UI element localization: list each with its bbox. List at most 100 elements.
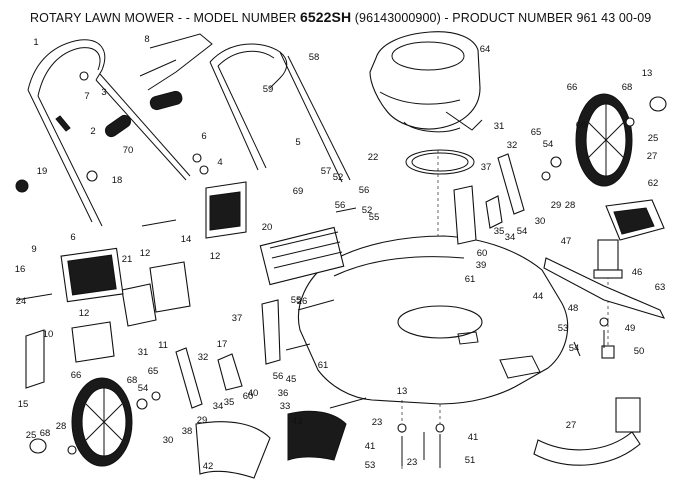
callout-label: 13: [642, 68, 653, 79]
grass-box-part: [205, 181, 247, 239]
blade-part: [543, 239, 666, 359]
cable-part: [139, 33, 213, 91]
callout-label: 49: [625, 323, 636, 334]
callout-label: 11: [158, 340, 168, 351]
callout-label: 25: [26, 430, 37, 441]
callout-label: 35: [224, 397, 235, 408]
callout-label: 30: [163, 435, 174, 446]
callout-label: 34: [213, 401, 224, 412]
callout-label: 66: [71, 370, 82, 381]
callout-label: 21: [122, 254, 133, 265]
callout-label: 5: [295, 137, 300, 148]
callout-label: 19: [37, 166, 48, 177]
callout-label: 41: [468, 432, 479, 443]
callout-label: 12: [140, 248, 151, 259]
callout-label: 62: [648, 178, 659, 189]
callout-label: 12: [210, 251, 221, 262]
callout-label: 7: [84, 91, 89, 102]
callout-label: 61: [318, 360, 329, 371]
engine-part: [369, 31, 483, 133]
callout-label: 54: [569, 343, 580, 354]
callout-label: 13: [397, 386, 408, 397]
callout-label: 32: [198, 352, 209, 363]
callout-label: 6: [201, 131, 206, 142]
callout-label: 23: [372, 417, 383, 428]
callout-label: 61: [465, 274, 476, 285]
callout-label: 9: [31, 244, 36, 255]
front-height-adjuster: [453, 153, 525, 245]
callout-label: 32: [507, 140, 518, 151]
lower-handle-part: [27, 39, 191, 227]
callout-label: 2: [90, 126, 95, 137]
callout-label: 68: [127, 375, 138, 386]
rear-wheel-left: [29, 377, 133, 467]
callout-label: 26: [297, 296, 308, 307]
callout-label: 28: [565, 200, 576, 211]
callout-label: 65: [148, 366, 159, 377]
callout-label: 53: [558, 323, 569, 334]
callout-label: 16: [15, 264, 26, 275]
callout-label: 65: [531, 127, 542, 138]
callout-label: 53: [365, 460, 376, 471]
callout-label: 27: [647, 151, 658, 162]
title-prefix: ROTARY LAWN MOWER - - MODEL NUMBER: [30, 11, 297, 25]
callout-label: 45: [286, 374, 297, 385]
callout-label: 44: [533, 291, 544, 302]
callout-label: 54: [138, 383, 149, 394]
callout-label: 27: [566, 420, 577, 431]
callout-label: 33: [280, 401, 291, 412]
callout-label: 48: [568, 303, 579, 314]
callout-label: 4: [217, 157, 222, 168]
callout-label: 46: [632, 267, 643, 278]
diagram-title: ROTARY LAWN MOWER - - MODEL NUMBER 6522S…: [30, 9, 651, 25]
callout-label: 68: [576, 120, 587, 131]
callout-label: 10: [43, 329, 54, 340]
callout-label: 30: [535, 216, 546, 227]
callout-label: 70: [123, 145, 134, 156]
callout-label: 35: [494, 226, 505, 237]
callout-label: 12: [79, 308, 90, 319]
callout-label: 31: [138, 347, 149, 358]
callout-label: 37: [232, 313, 243, 324]
callout-label: 8: [144, 34, 149, 45]
callout-label: 24: [16, 296, 27, 307]
title-suffix: (96143000900) - PRODUCT NUMBER 961 43 00…: [354, 11, 652, 25]
callout-label: 52: [333, 172, 344, 183]
callout-label: 41: [365, 441, 376, 452]
callout-label: 34: [505, 232, 516, 243]
callout-label: 39: [476, 260, 487, 271]
callout-label: 20: [262, 222, 273, 233]
callout-label: 69: [293, 186, 304, 197]
mower-deck-part: [297, 235, 569, 405]
upper-handle-part: [209, 43, 351, 183]
front-wheel-hardware: [67, 117, 635, 455]
callout-label: 28: [56, 421, 67, 432]
callout-label: 23: [407, 457, 418, 468]
callout-label: 54: [517, 226, 528, 237]
rear-flap-part: [195, 410, 347, 479]
callout-label: 42: [203, 461, 214, 472]
callout-label: 54: [543, 139, 554, 150]
callout-label: 22: [368, 152, 379, 163]
callout-label: 31: [494, 121, 505, 132]
callout-label: 57: [321, 166, 332, 177]
callout-label: 55: [291, 295, 302, 306]
callout-label: 59: [263, 84, 274, 95]
callout-label: 29: [197, 415, 208, 426]
callout-label: 50: [634, 346, 645, 357]
callout-label: 6: [70, 232, 75, 243]
callout-label: 66: [567, 82, 578, 93]
bumper-part: [533, 397, 641, 466]
mulch-cover-part: [25, 321, 115, 389]
callout-label: 56: [273, 371, 284, 382]
callout-label: 37: [481, 162, 492, 173]
callout-label: 63: [655, 282, 666, 293]
belt-ring-part: [405, 149, 475, 175]
callout-label: 47: [561, 236, 572, 247]
callout-label: 29: [551, 200, 562, 211]
callout-label: 68: [622, 82, 633, 93]
callout-label: 51: [465, 455, 476, 466]
bolts: [15, 207, 609, 468]
